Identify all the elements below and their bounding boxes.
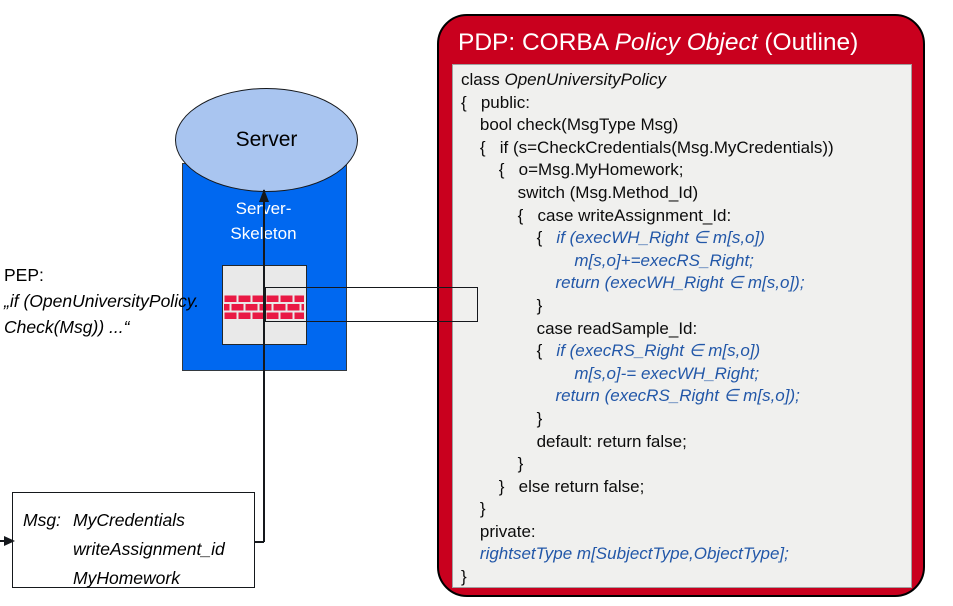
code-line: } [461,499,486,519]
msg-to-server-arrow-line [263,190,265,542]
pdp-panel: PDP: CORBA Policy Object (Outline) class… [437,14,925,597]
code-line: return (execRS_Right ∈ m[s,o]); [555,386,800,406]
code-line: } else return false; [461,476,645,496]
server-ellipse: Server [175,88,358,192]
pep-annotation-line2: „if (OpenUniversityPolicy. [4,291,200,311]
code-line: case readSample_Id: [461,318,698,338]
code-line: { if (execWH_Right ∈ m[s,o]) [461,228,765,248]
code-line: default: return false; [461,431,687,451]
code-line: switch (Msg.Method_Id) [461,182,699,202]
msg-value-homework: MyHomework [73,568,180,588]
pdp-title-part1: PDP: CORBA [458,29,615,56]
code-line: bool check(MsgType Msg) [461,115,679,135]
code-line: } [461,454,524,474]
pdp-title-part3: (Outline) [757,29,859,56]
msg-value-credentials: MyCredentials [73,510,185,530]
arrow-right-icon [4,535,15,546]
msg-box-label: Msg: [23,510,61,530]
incoming-msg-arrow-line [0,540,7,542]
msg-box-values: MyCredentials writeAssignment_id MyHomew… [73,506,225,588]
code-line: class OpenUniversityPolicy [461,70,667,89]
code-line: { if (s=CheckCredentials(Msg.MyCredentia… [461,137,834,157]
code-line: { case writeAssignment_Id: [461,205,732,225]
pep-to-pdp-link-rect [265,287,478,322]
arrow-up-icon [258,189,269,202]
server-label: Server [235,128,298,151]
pep-annotation-line1: PEP: [4,265,44,285]
pep-annotation: PEP: „if (OpenUniversityPolicy. Check(Ms… [4,262,199,340]
code-line: return (execWH_Right ∈ m[s,o]); [555,273,805,293]
msg-box: Msg: MyCredentials writeAssignment_id My… [12,492,255,588]
code-line: } [461,295,543,315]
code-line: private: [461,521,536,541]
pdp-title-part2: Policy Object [614,29,758,56]
msg-value-method: writeAssignment_id [73,539,225,559]
pdp-title: PDP: CORBA Policy Object (Outline) [458,29,858,57]
code-line: m[s,o]-= execWH_Right; [574,363,760,383]
code-line: { public: [461,92,530,112]
code-line: { o=Msg.MyHomework; [461,160,684,180]
pep-annotation-line3: Check(Msg)) ...“ [4,317,130,337]
msg-box-connector-line [255,541,264,543]
code-line: rightsetType m[SubjectType,ObjectType]; [479,544,789,564]
code-block: class OpenUniversityPolicy { public: bool… [452,64,912,588]
code-line: } [461,408,543,428]
code-line: { if (execRS_Right ∈ m[s,o]) [461,341,761,361]
code-line: m[s,o]+=execRS_Right; [574,250,754,270]
code-line: } [461,567,467,587]
